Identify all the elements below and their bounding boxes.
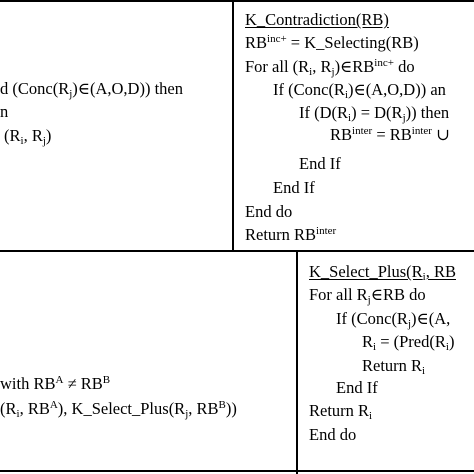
code-line: For all Rj∈RB do — [309, 285, 426, 306]
code-line: Return Ri — [309, 401, 373, 422]
code-line: End If — [299, 154, 341, 173]
top-border — [0, 0, 474, 2]
code-line: n — [0, 102, 9, 121]
code-line: If (Conc(Ri)∈(A,O,D)) an — [273, 80, 446, 101]
code-line: d (Conc(Rj)∈(A,O,D)) then — [0, 79, 183, 100]
code-line: RBinc+ = K_Selecting(RB) — [245, 33, 419, 52]
code-line: (Ri, Rj) — [4, 126, 52, 147]
bottom-border — [0, 470, 474, 472]
divider-horizontal — [0, 250, 474, 252]
code-line: (Ri, RBA), K_Select_Plus(Rj, RBB)) — [0, 399, 237, 420]
algorithm-title: K_Select_Plus(Ri, RB — [309, 262, 456, 283]
code-line: Ri = (Pred(Ri) — [362, 332, 455, 353]
code-line: End do — [309, 425, 357, 444]
code-line: If (D(Ri) = D(Rj)) then — [299, 103, 450, 124]
code-line: Return RBinter — [245, 225, 337, 244]
divider-top-middle — [232, 0, 234, 251]
code-line: For all (Ri, Rj)∈RBinc+ do — [245, 57, 415, 78]
code-line: RBinter = RBinter ∪ — [330, 125, 450, 144]
code-line: with RBA ≠ RBB — [0, 374, 111, 393]
code-line: End If — [336, 378, 378, 397]
code-line: End do — [245, 202, 293, 221]
code-line: If (Conc(Rj)∈(A, — [336, 309, 451, 330]
divider-bottom-middle — [296, 250, 298, 474]
code-line: Return Ri — [362, 356, 426, 377]
algorithm-title: K_Contradiction(RB) — [245, 10, 389, 29]
code-line: End If — [273, 178, 315, 197]
